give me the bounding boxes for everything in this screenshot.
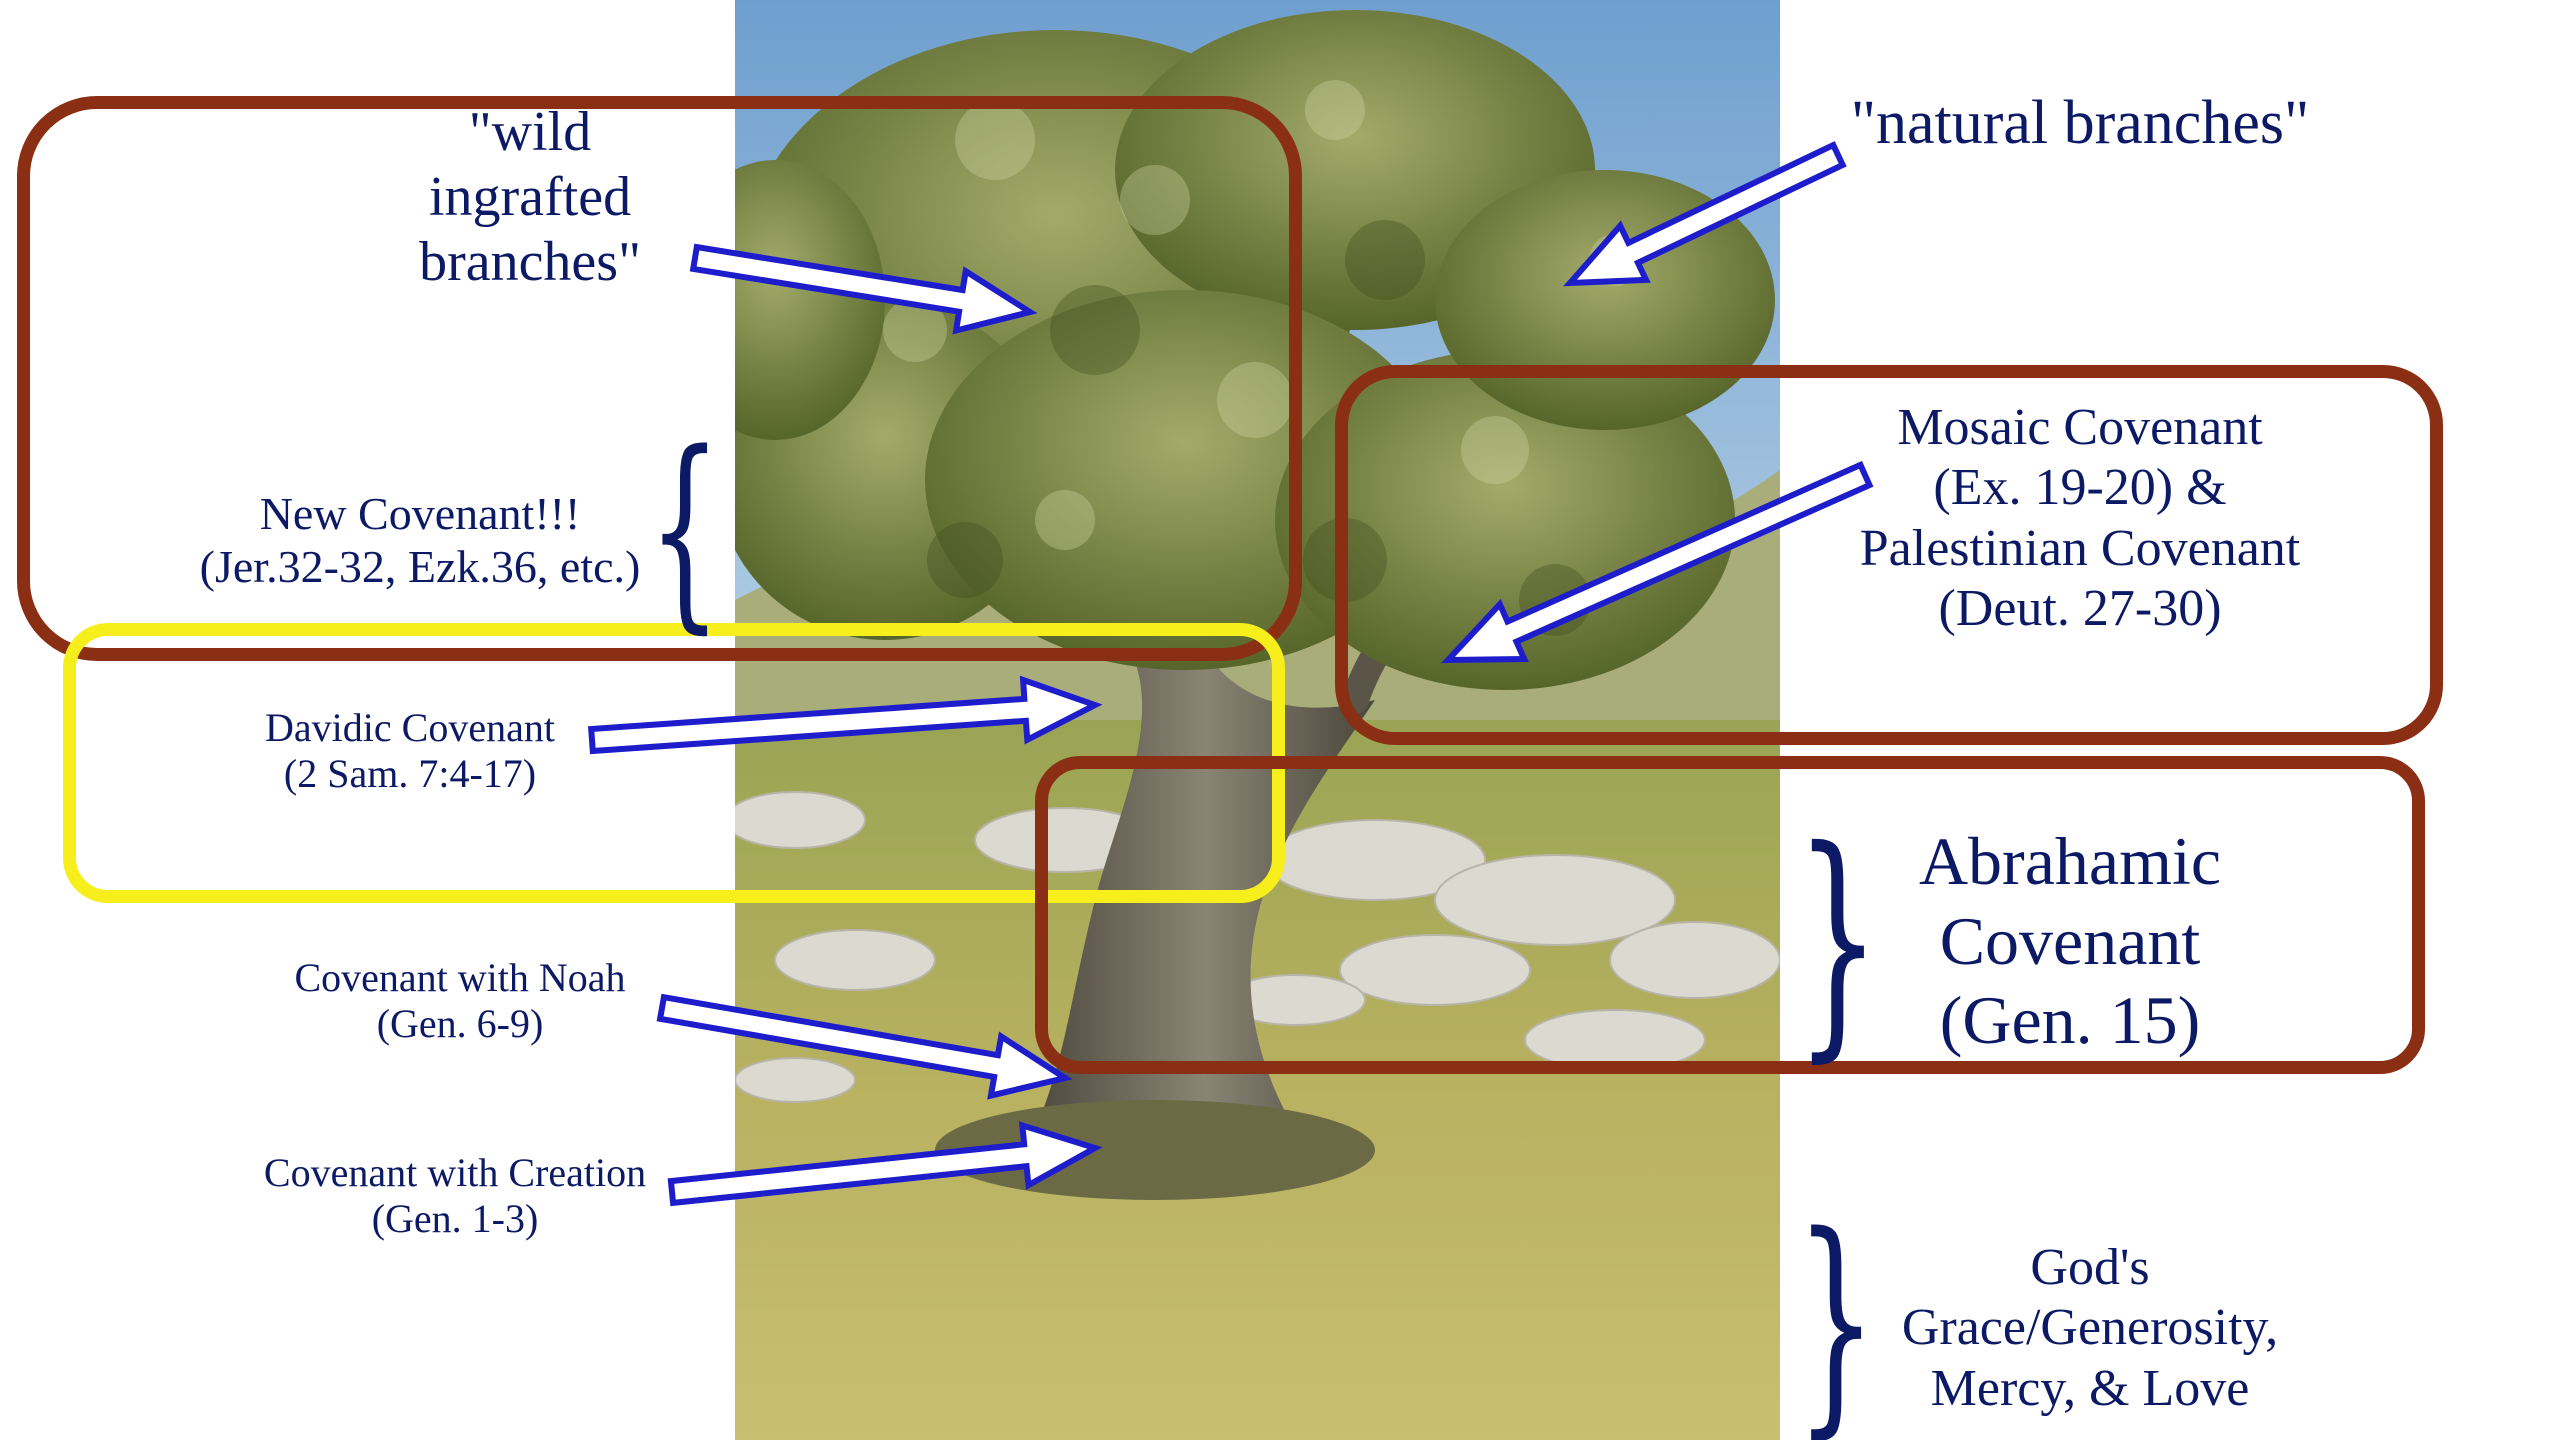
abrahamic-line-2: Covenant — [1830, 902, 2310, 982]
natural-branches-arrow — [1570, 145, 1843, 283]
wild-branches-line-2: ingrafted — [380, 165, 680, 230]
grace-line-2: Grace/Generosity, — [1850, 1298, 2330, 1358]
davidic-line-1: Davidic Covenant — [200, 705, 620, 751]
creation-line-2: (Gen. 1-3) — [225, 1196, 685, 1242]
grace-line-1: God's — [1850, 1238, 2330, 1298]
wild-branches-label: "wild ingrafted branches" — [380, 100, 680, 295]
creation-covenant-arrow — [671, 1125, 1095, 1203]
davidic-covenant-arrow — [591, 680, 1095, 751]
mosaic-line-3: Palestinian Covenant — [1790, 519, 2370, 579]
abrahamic-brace: } — [1795, 818, 1881, 1063]
creation-line-1: Covenant with Creation — [225, 1150, 685, 1196]
new-covenant-line-2: (Jer.32-32, Ezk.36, etc.) — [160, 540, 680, 593]
mosaic-line-4: (Deut. 27-30) — [1790, 579, 2370, 639]
wild-branches-line-1: "wild — [380, 100, 680, 165]
abrahamic-line-1: Abrahamic — [1830, 822, 2310, 902]
new-covenant-label: New Covenant!!! (Jer.32-32, Ezk.36, etc.… — [160, 487, 680, 594]
gods-grace-brace: } — [1795, 1205, 1877, 1440]
abrahamic-covenant-label: Abrahamic Covenant (Gen. 15) — [1830, 822, 2310, 1061]
wild-branches-line-3: branches" — [380, 230, 680, 295]
mosaic-line-1: Mosaic Covenant — [1790, 398, 2370, 458]
noah-line-1: Covenant with Noah — [250, 955, 670, 1001]
new-covenant-brace: { — [648, 425, 721, 635]
grace-line-3: Mercy, & Love — [1850, 1359, 2330, 1419]
new-covenant-line-1: New Covenant!!! — [160, 487, 680, 540]
noah-line-2: (Gen. 6-9) — [250, 1001, 670, 1047]
noah-covenant-label: Covenant with Noah (Gen. 6-9) — [250, 955, 670, 1048]
gods-grace-label: God's Grace/Generosity, Mercy, & Love — [1850, 1238, 2330, 1419]
davidic-covenant-label: Davidic Covenant (2 Sam. 7:4-17) — [200, 705, 620, 798]
abrahamic-line-3: (Gen. 15) — [1830, 981, 2310, 1061]
creation-covenant-label: Covenant with Creation (Gen. 1-3) — [225, 1150, 685, 1243]
davidic-line-2: (2 Sam. 7:4-17) — [200, 751, 620, 797]
natural-branches-text: "natural branches" — [1800, 88, 2360, 160]
natural-branches-label: "natural branches" — [1800, 88, 2360, 160]
mosaic-line-2: (Ex. 19-20) & — [1790, 458, 2370, 518]
mosaic-covenant-label: Mosaic Covenant (Ex. 19-20) & Palestinia… — [1790, 398, 2370, 639]
noah-covenant-arrow — [660, 997, 1065, 1095]
wild-branches-arrow — [693, 247, 1030, 330]
